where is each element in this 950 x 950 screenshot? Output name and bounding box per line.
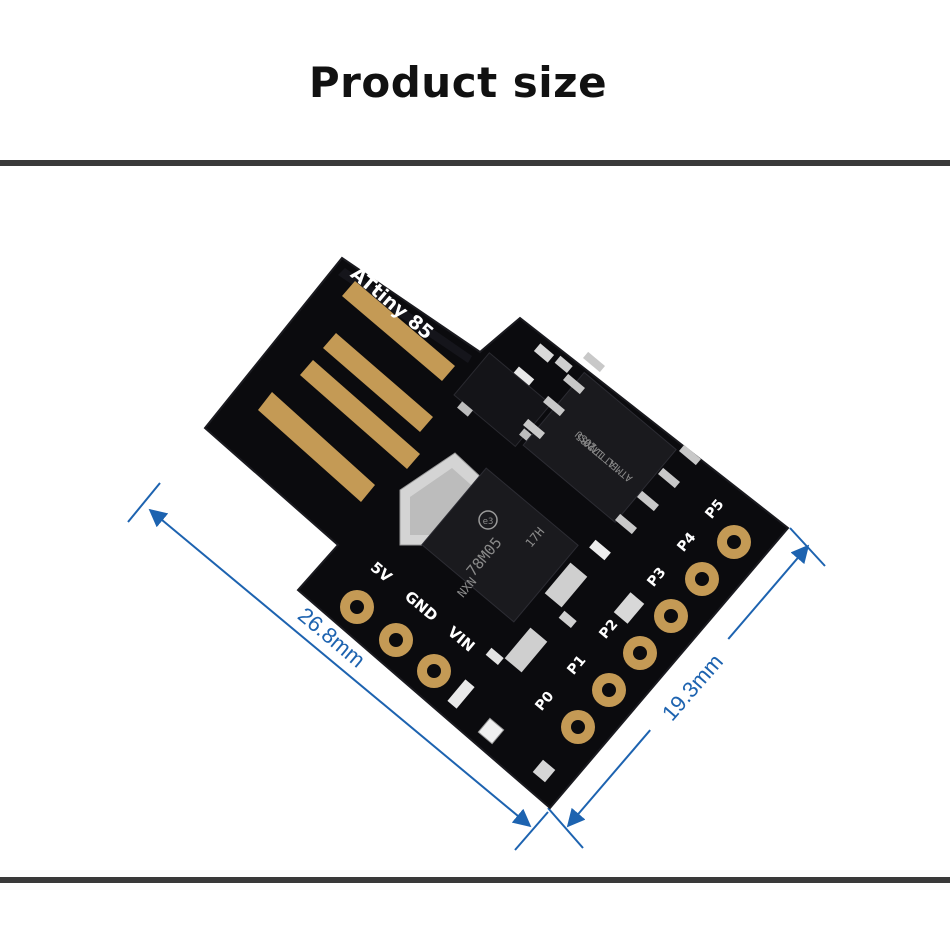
pcb-board: ATtiny 85 ATMEL 1720 ATTINY85 20SU	[203, 256, 790, 810]
right-header-pads	[561, 525, 751, 744]
left-header-pads	[340, 590, 451, 688]
regulator-badge: e3	[483, 517, 494, 527]
voltage-regulator: e3 78M05 NXN 17H	[399, 452, 588, 673]
usb-contacts	[258, 281, 455, 502]
mcu-chip: ATMEL 1720 ATTINY85 20SU	[522, 351, 701, 535]
page-title: Product size	[308, 58, 608, 107]
bottom-divider	[0, 877, 950, 883]
top-divider	[0, 160, 950, 166]
